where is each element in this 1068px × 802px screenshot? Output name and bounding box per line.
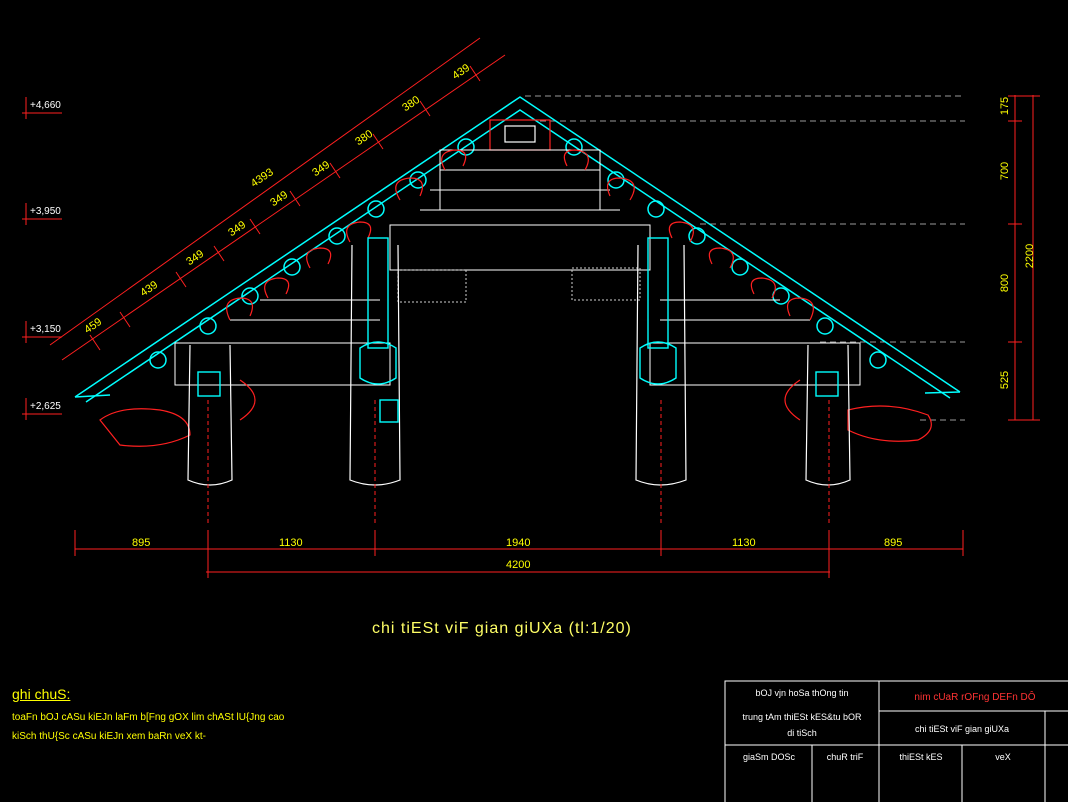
role-label: thiESt kES	[899, 752, 943, 762]
level-label: +3,150	[30, 324, 61, 335]
beams	[174, 149, 861, 386]
project-name: nim cUaR rOFng DEFn DÔ	[914, 692, 1036, 703]
vertical-seg-label: 800	[999, 273, 1012, 293]
vertical-seg-label: 700	[999, 161, 1012, 181]
role-label: giaSm DOSc	[742, 752, 795, 762]
roof-outline	[74, 96, 961, 403]
vertical-dimensions	[1008, 95, 1040, 421]
horizontal-dimensions	[74, 530, 964, 578]
org-line: di tiSch	[787, 728, 817, 738]
horizontal-seg-label: 1130	[279, 537, 303, 549]
column-tenons	[197, 237, 839, 423]
drawing-title: chi tiESt viF gian giUXa (tl:1/20)	[372, 620, 632, 637]
vertical-seg-label: 525	[999, 370, 1012, 390]
org-line: trung tAm thiESt kES&tu bOR	[742, 712, 862, 722]
role-label: chuR triF	[826, 752, 864, 762]
role-label: veX	[995, 752, 1011, 762]
vertical-seg-label: 175	[999, 96, 1012, 116]
sheet-name: chi tiESt viF gian giUXa	[914, 724, 1010, 734]
level-label: +3,950	[30, 206, 61, 217]
horizontal-seg-label: 895	[132, 537, 151, 549]
horizontal-seg-label: 1940	[506, 537, 531, 549]
carvings	[99, 149, 932, 447]
horizontal-total-label: 4200	[506, 559, 531, 571]
slope-dimensions	[49, 37, 506, 361]
note-line: kiSch thU{Sc cASu kiEJn xem baRn veX kt-	[12, 731, 206, 742]
level-guides	[525, 95, 965, 421]
level-label: +4,660	[30, 100, 61, 111]
level-label: +2,625	[30, 401, 61, 412]
title-block-frame	[724, 680, 1068, 802]
notes-heading: ghi chuS:	[12, 686, 71, 702]
org-line: bOJ vjn hoSa thOng tin	[755, 688, 849, 698]
note-line: toaFn bOJ cASu kiEJn laFm b[Fng gOX lim …	[12, 712, 285, 723]
level-markers	[22, 97, 62, 420]
horizontal-seg-label: 1130	[732, 537, 756, 549]
horizontal-seg-label: 895	[884, 537, 903, 549]
carved-brackets	[397, 267, 641, 303]
vertical-total-label: 2200	[1024, 243, 1037, 269]
column-axes	[207, 400, 830, 525]
